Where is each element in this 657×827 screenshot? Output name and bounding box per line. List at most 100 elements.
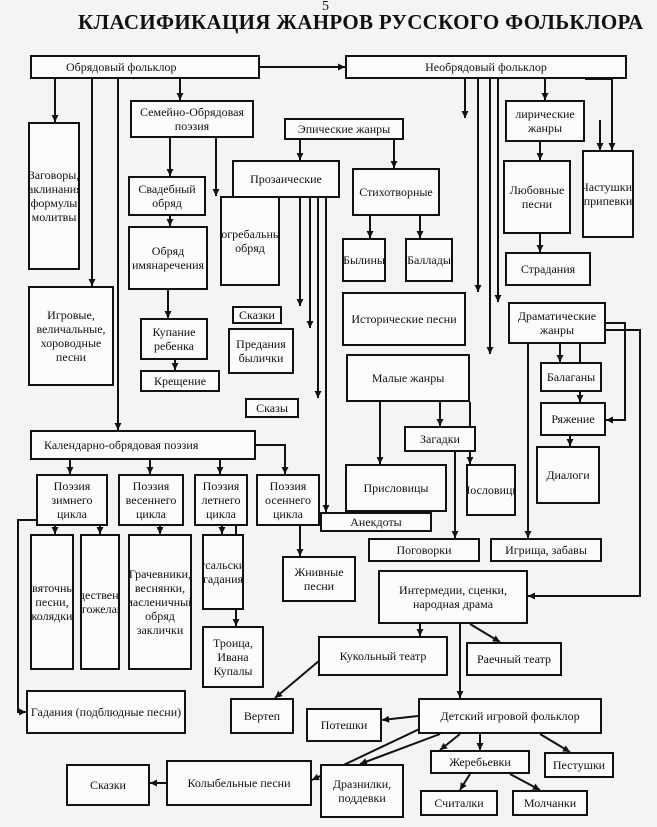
node-imyanar: Обряд имянаречения — [128, 226, 208, 290]
arrowhead — [306, 321, 314, 328]
arrowhead — [275, 690, 283, 698]
arrowhead — [382, 715, 390, 723]
node-neobryad: Необрядовый фольклор — [345, 55, 627, 79]
node-draznilki: Дразнилки, поддевки — [320, 764, 404, 818]
arrowhead — [596, 143, 604, 150]
node-vertep: Вертеп — [230, 698, 294, 734]
node-predaniya: Предания былички — [228, 328, 294, 374]
node-igritsa: Игрища, забавы — [490, 538, 602, 562]
node-poslovitsy: Пословицы — [466, 464, 516, 516]
node-istorich: Исторические песни — [342, 292, 466, 346]
node-igrovye: Игровые, величальные, хороводные песни — [28, 286, 114, 386]
node-lirich: лирические жанры — [505, 100, 585, 142]
arrowhead — [440, 742, 448, 750]
arrowhead — [232, 619, 240, 626]
arrowhead — [338, 63, 345, 71]
node-balagany: Балаганы — [540, 362, 602, 392]
arrowhead — [296, 549, 304, 556]
arrowhead — [212, 189, 220, 196]
arrowhead — [114, 423, 122, 430]
node-prislovitsy: Присловицы — [345, 464, 447, 512]
node-ballady: Баллады — [405, 238, 453, 282]
node-prozaich: Прозаические — [232, 160, 340, 198]
node-molchanki: Молчанки — [512, 790, 588, 816]
node-gadaniya: Гадания (подблюдные песни) — [26, 690, 186, 734]
node-vesna: Поэзия весеннего цикла — [118, 474, 184, 526]
arrowhead — [524, 531, 532, 538]
arrowhead — [156, 527, 164, 534]
arrowhead — [390, 161, 398, 168]
arrowhead — [322, 505, 330, 512]
node-pogovorki: Поговорки — [368, 538, 480, 562]
arrowhead — [416, 629, 424, 636]
connector-line — [528, 329, 641, 597]
node-semeyno: Семейно-Обрядовая поэзия — [130, 100, 254, 138]
arrowhead — [96, 527, 104, 534]
connector-line — [606, 322, 626, 421]
arrowhead — [461, 111, 469, 118]
connector-line — [256, 444, 286, 474]
node-ryazhenie: Ряжение — [540, 402, 606, 436]
arrowhead — [150, 779, 157, 787]
node-kukolny: Кукольный театр — [318, 636, 448, 676]
arrowhead — [281, 467, 289, 474]
arrowhead — [164, 311, 172, 318]
page-number: 5 — [322, 0, 329, 14]
arrowhead — [66, 467, 74, 474]
arrowhead — [366, 231, 374, 238]
arrowhead — [451, 531, 459, 538]
node-rusalskie: Русальские, гадания — [202, 534, 244, 610]
arrowhead — [216, 467, 224, 474]
node-kupanie: Купание ребенка — [140, 318, 208, 360]
arrowhead — [376, 457, 384, 464]
arrowhead — [296, 299, 304, 306]
arrowhead — [146, 467, 154, 474]
node-zagovory: Заговоры, заклинания, формулы молитвы — [28, 122, 80, 270]
arrowhead — [296, 153, 304, 160]
arrowhead — [466, 457, 474, 464]
node-lyubov: Любовные песни — [503, 160, 571, 234]
node-epich: Эпические жанры — [284, 118, 404, 140]
node-dialogi: Диалоги — [536, 446, 600, 504]
arrowhead — [608, 143, 616, 150]
node-grachevniki: Грачевники, веснянки, масленичный обряд … — [128, 534, 192, 670]
node-rozhdestv: Рождественские благожелания — [80, 534, 120, 670]
node-zima: Поэзия зимнего цикла — [36, 474, 108, 526]
node-chastush: Частушки, припевки — [582, 150, 634, 238]
node-dramatich: Драматические жанры — [508, 302, 606, 344]
node-stradaniya: Страдания — [505, 252, 591, 286]
arrowhead — [576, 395, 584, 402]
arrowhead — [19, 708, 26, 716]
arrowhead — [476, 743, 484, 750]
node-zhnivnye: Жнивные песни — [282, 556, 356, 602]
arrowhead — [312, 773, 320, 781]
arrowhead — [528, 592, 535, 600]
node-malye: Малые жанры — [346, 354, 470, 402]
arrowhead — [218, 527, 226, 534]
arrowhead — [360, 758, 368, 765]
connector-line — [585, 78, 613, 150]
node-skazki2: Сказки — [66, 764, 150, 806]
arrowhead — [486, 347, 494, 354]
arrowhead — [166, 169, 174, 176]
arrowhead — [566, 439, 574, 446]
node-svadeb: Свадебный обряд — [128, 176, 206, 216]
node-kreschenie: Крещение — [140, 370, 220, 392]
arrowhead — [51, 527, 59, 534]
node-pogreb: Погребальный обряд — [220, 196, 280, 286]
node-byliny: Былины — [342, 238, 386, 282]
connector-line — [274, 659, 321, 699]
node-anekdoty: Анекдоты — [320, 512, 432, 532]
node-osen: Поэзия осеннего цикла — [256, 474, 320, 526]
connector-line — [359, 733, 441, 765]
arrowhead — [416, 231, 424, 238]
arrowhead — [492, 635, 500, 642]
node-intermedii: Интермедии, сценки, народная драма — [378, 570, 528, 624]
node-zherebyovki: Жеребьевки — [430, 750, 530, 774]
node-stikhot: Стихотворные — [352, 168, 440, 216]
arrowhead — [556, 355, 564, 362]
arrowhead — [532, 783, 540, 790]
node-pestushki: Пестушки — [544, 752, 614, 778]
arrowhead — [474, 285, 482, 292]
arrowhead — [562, 745, 570, 752]
